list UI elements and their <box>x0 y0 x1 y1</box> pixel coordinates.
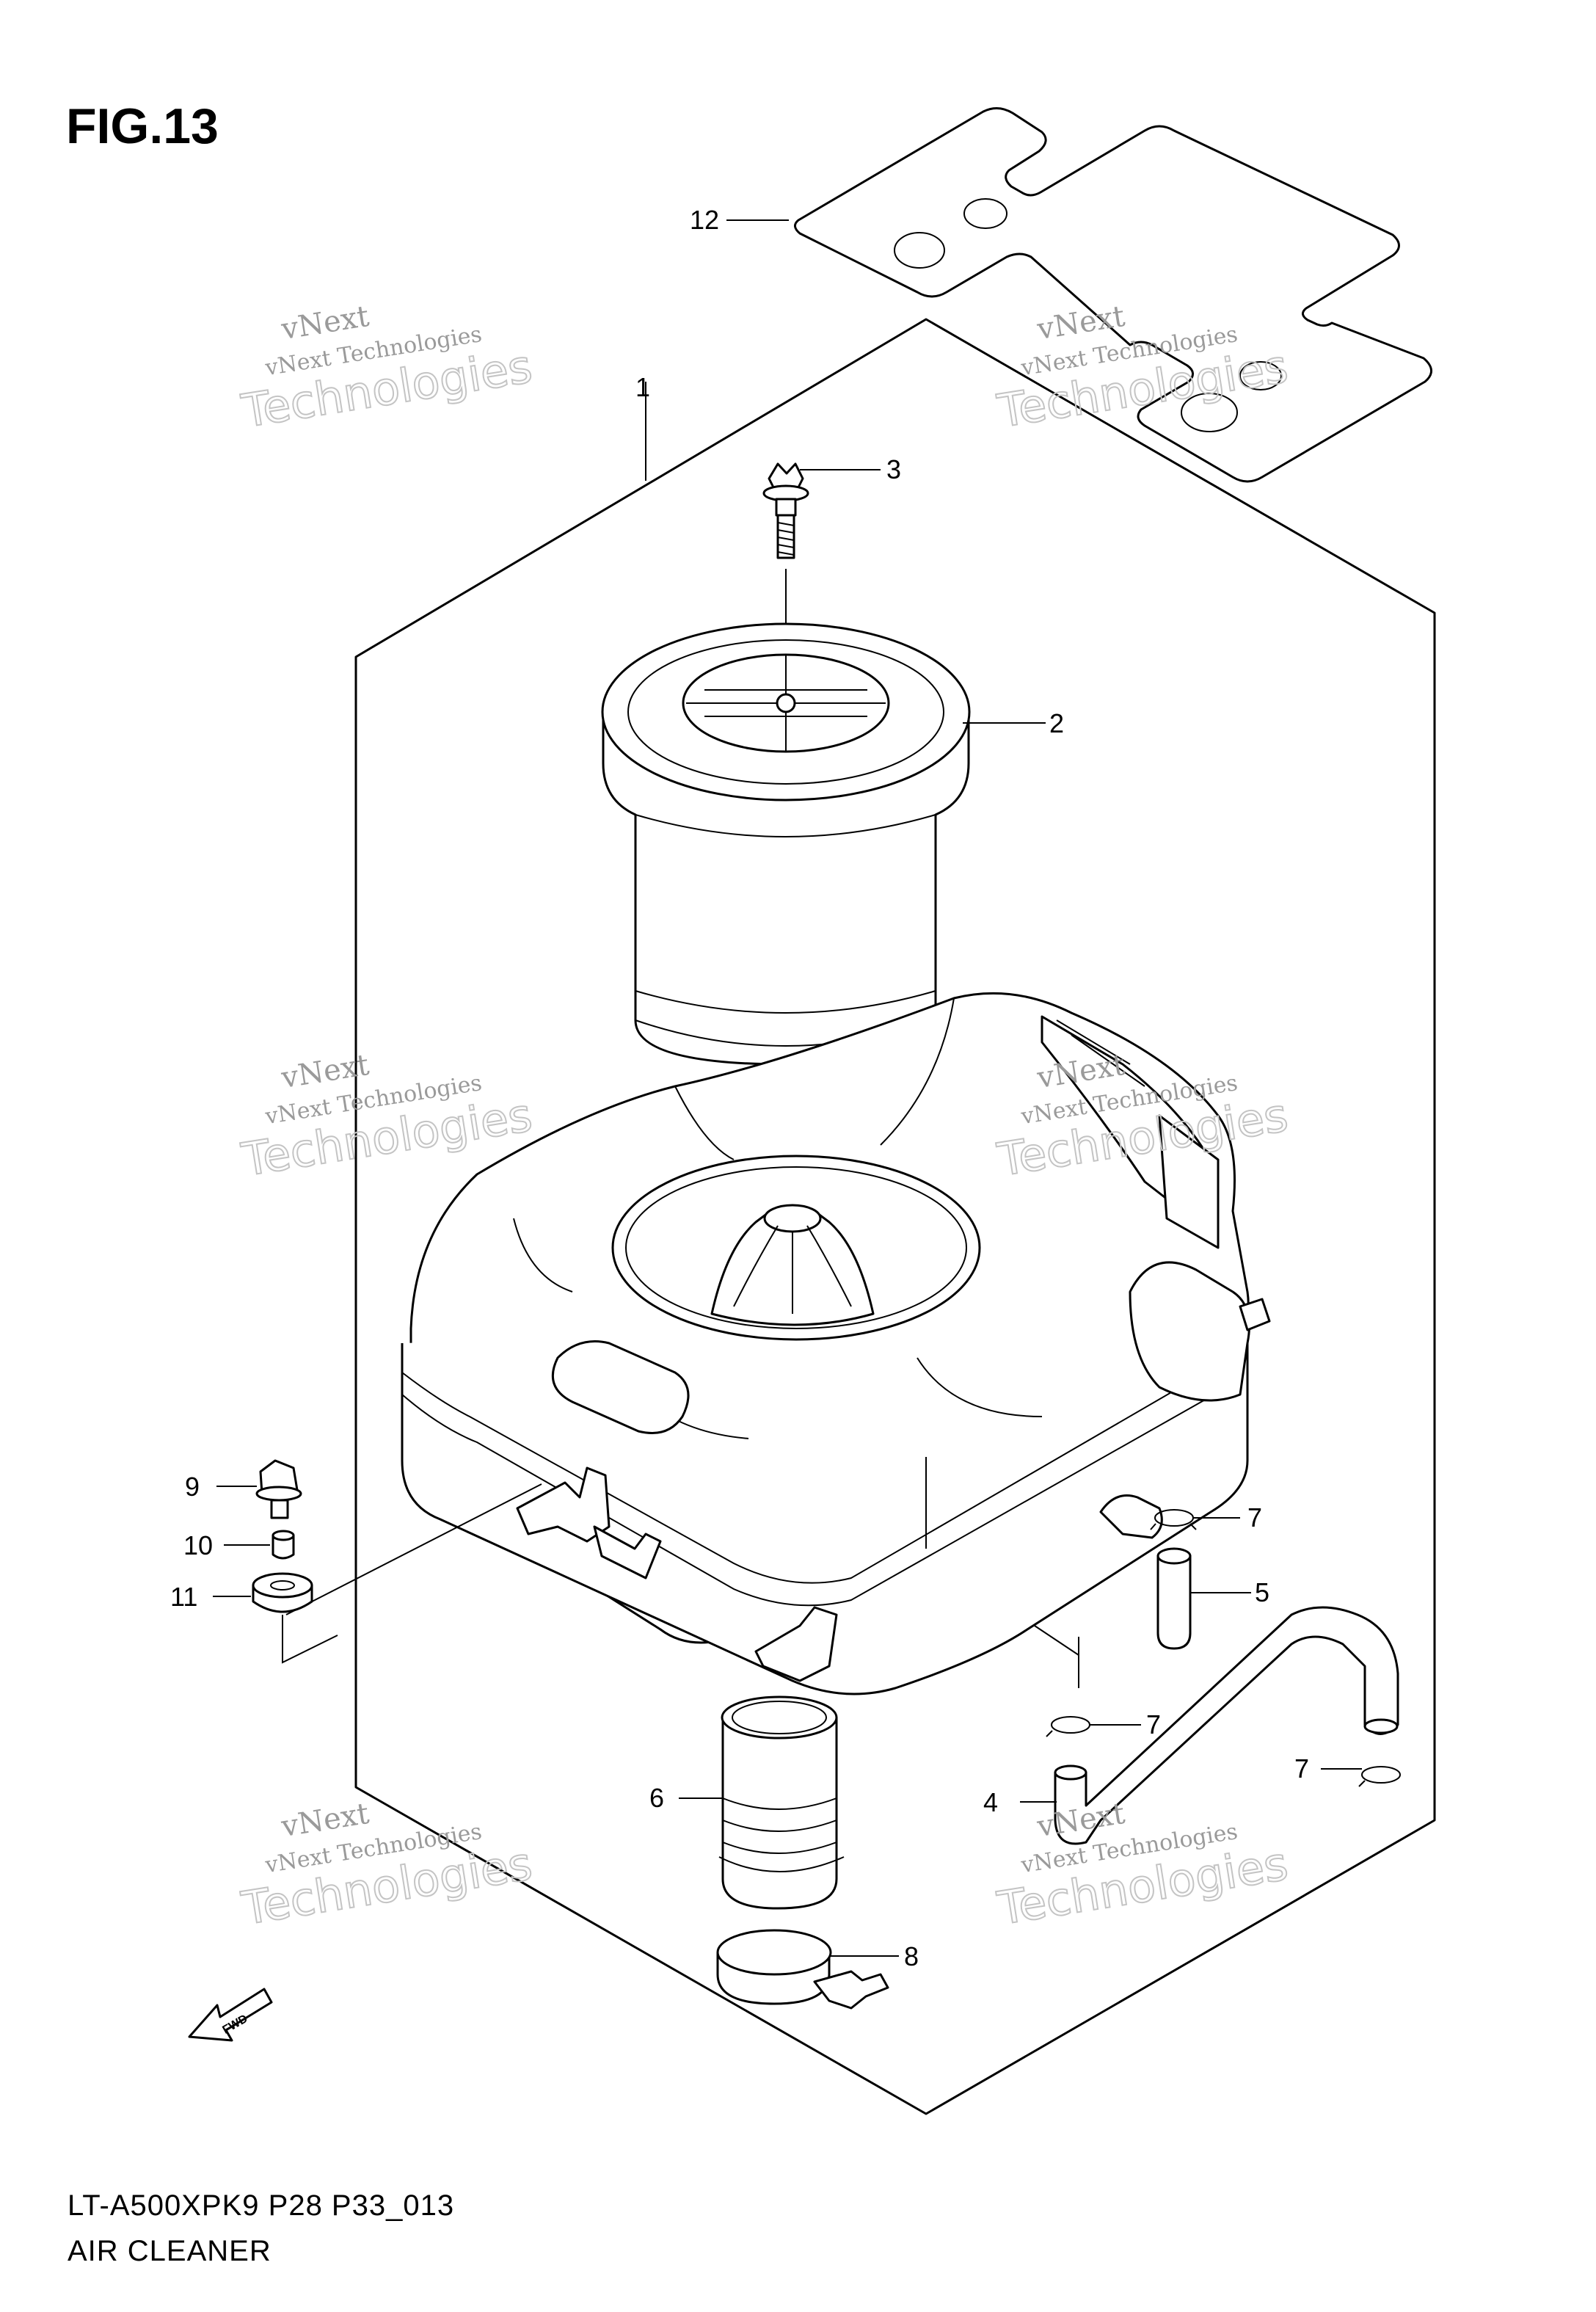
callout-12: 12 <box>690 205 719 235</box>
callout-9: 9 <box>185 1472 200 1502</box>
callout-2: 2 <box>1049 708 1064 738</box>
part-6-outlet-tube <box>718 1695 845 1910</box>
diagram-caption: AIR CLEANER <box>68 2235 272 2267</box>
callout-1: 1 <box>635 372 650 402</box>
leader-lines-case <box>285 1457 1079 1688</box>
callout-3: 3 <box>886 454 901 484</box>
watermark-bottom-right: vNext vNext Technologies Technologies <box>993 1797 1292 1936</box>
part-7-clip-c <box>1358 1766 1401 1787</box>
watermark-line1: vNext <box>279 299 372 346</box>
part-10-collar <box>272 1530 295 1560</box>
callout-4: 4 <box>983 1787 998 1817</box>
watermark-line1: vNext <box>279 1797 372 1844</box>
callout-8: 8 <box>904 1941 919 1971</box>
callout-7c: 7 <box>1294 1753 1309 1784</box>
callout-6: 6 <box>649 1783 664 1813</box>
part-2-air-filter-element <box>601 622 971 1066</box>
watermark-top-left: vNext vNext Technologies Technologies <box>237 299 536 439</box>
callout-11: 11 <box>170 1582 197 1612</box>
part-8-clamp <box>716 1929 889 2010</box>
callout-5: 5 <box>1255 1577 1269 1607</box>
part-12-seal-sheet <box>794 107 1432 483</box>
figure-title: FIG.13 <box>66 98 219 154</box>
watermark-mid-left: vNext vNext Technologies Technologies <box>237 1048 536 1188</box>
watermark-line1: vNext <box>279 1048 372 1095</box>
callout-7a: 7 <box>1247 1502 1262 1533</box>
model-code: LT-A500XPK9 P28 P33_013 <box>68 2189 454 2222</box>
watermark-line1: vNext <box>1035 1797 1128 1844</box>
part-7-clip-b <box>1046 1716 1090 1737</box>
part-4-breather-hose <box>1054 1606 1399 1845</box>
part-1-air-cleaner-case <box>401 992 1271 1695</box>
fwd-arrow-icon: FWD <box>188 1988 273 2042</box>
callout-7b: 7 <box>1146 1709 1161 1740</box>
callout-10: 10 <box>183 1530 213 1560</box>
watermark-bottom-left: vNext vNext Technologies Technologies <box>237 1797 536 1936</box>
callout-leaders <box>213 219 1362 1957</box>
assembly-outline <box>354 318 1436 2115</box>
part-9-bolt <box>255 1459 302 1519</box>
part-5-drain-hose <box>1156 1547 1192 1650</box>
part-3-wing-bolt <box>762 462 809 559</box>
watermark-line1: vNext <box>1035 299 1128 346</box>
part-11-grommet <box>252 1572 313 1613</box>
